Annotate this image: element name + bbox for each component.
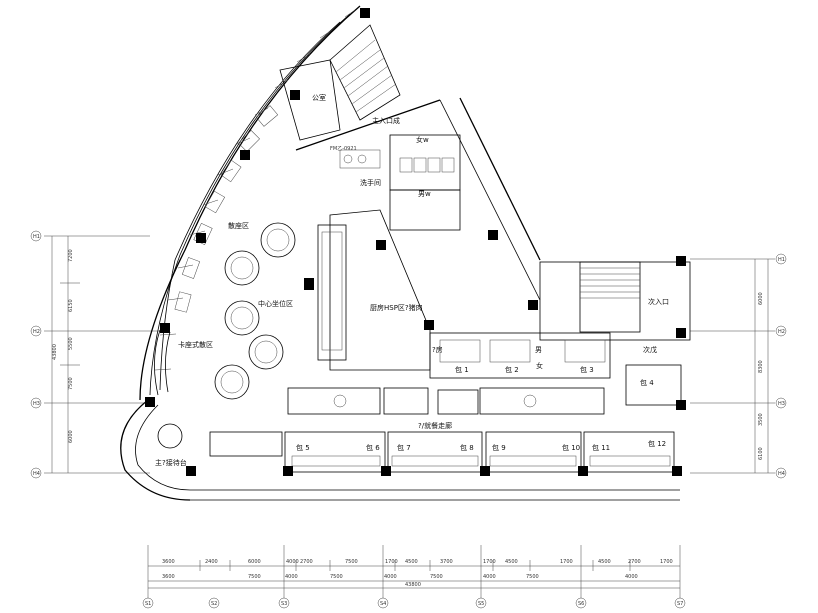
svg-text:7500: 7500 xyxy=(345,559,358,565)
svg-text:包 11: 包 11 xyxy=(592,443,610,452)
washroom-block: 女w 男w 洗手间 xyxy=(339,134,461,231)
svg-text:H3: H3 xyxy=(33,401,40,407)
structural-columns xyxy=(145,8,686,476)
svg-text:H1: H1 xyxy=(33,234,40,240)
svg-text:7500: 7500 xyxy=(330,574,343,580)
svg-text:包 12: 包 12 xyxy=(648,439,666,448)
total-dimension: 43800 xyxy=(405,582,421,588)
svg-text:3500: 3500 xyxy=(758,413,764,426)
svg-text:3600: 3600 xyxy=(162,559,175,565)
svg-text:包 8: 包 8 xyxy=(460,443,474,452)
svg-text:H2: H2 xyxy=(33,329,40,335)
svg-text:卡座式散区: 卡座式散区 xyxy=(178,340,213,349)
svg-text:4000: 4000 xyxy=(285,574,298,580)
svg-text:主入口成: 主入口成 xyxy=(372,116,400,125)
svg-text:H1: H1 xyxy=(778,257,785,263)
svg-text:散座区: 散座区 xyxy=(228,221,249,230)
svg-text:6000: 6000 xyxy=(248,559,261,565)
top-stair xyxy=(329,24,401,121)
svg-text:6000: 6000 xyxy=(758,292,764,305)
svg-text:包 1: 包 1 xyxy=(455,365,469,374)
svg-text:43800: 43800 xyxy=(52,344,58,360)
bottom-dims-row1: 3600 2400 6000 4000 2700 7500 1700 4500 … xyxy=(162,559,673,565)
svg-text:S2: S2 xyxy=(211,601,217,607)
svg-text:男w: 男w xyxy=(418,190,431,198)
svg-text:女: 女 xyxy=(536,361,543,370)
svg-text:4000: 4000 xyxy=(384,574,397,580)
svg-text:次戊: 次戊 xyxy=(643,345,657,354)
svg-text:1700: 1700 xyxy=(560,559,573,565)
svg-text:H2: H2 xyxy=(778,329,785,335)
svg-text:4000: 4000 xyxy=(483,574,496,580)
curved-facade xyxy=(120,5,680,501)
right-dimension-lines: H1 H2 H3 H4 6000 8300 3500 6100 xyxy=(690,253,787,479)
svg-text:S3: S3 xyxy=(281,601,287,607)
svg-text:5500: 5500 xyxy=(68,337,74,350)
svg-text:1700: 1700 xyxy=(483,559,496,565)
svg-text:S1: S1 xyxy=(145,601,151,607)
svg-text:S6: S6 xyxy=(578,601,584,607)
svg-text:厨房HSP区?猪肉: 厨房HSP区?猪肉 xyxy=(370,303,423,312)
svg-text:FM乙-0921: FM乙-0921 xyxy=(330,145,357,152)
svg-text:1700: 1700 xyxy=(660,559,673,565)
svg-text:S4: S4 xyxy=(380,601,386,607)
svg-text:主?接待台: 主?接待台 xyxy=(155,458,187,467)
svg-text:中心坐位区: 中心坐位区 xyxy=(258,299,293,308)
svg-text:4500: 4500 xyxy=(505,559,518,565)
left-dimension-lines: H1 H2 H3 H4 7200 6150 5500 7500 6000 438… xyxy=(30,230,170,479)
svg-text:包 9: 包 9 xyxy=(492,443,506,452)
svg-text:8300: 8300 xyxy=(758,360,764,373)
booth-seating xyxy=(154,105,279,396)
svg-text:2700: 2700 xyxy=(628,559,641,565)
svg-text:4000: 4000 xyxy=(286,559,299,565)
svg-text:男: 男 xyxy=(535,346,542,354)
svg-text:4500: 4500 xyxy=(405,559,418,565)
svg-text:2700: 2700 xyxy=(300,559,313,565)
entrance-wall: 主入口成 FM乙-0921 xyxy=(295,97,541,301)
svg-text:H4: H4 xyxy=(33,471,40,477)
dining-tables: 散座区 中心坐位区 卡座式散区 主?接待台 xyxy=(155,221,296,467)
svg-text:洗手间: 洗手间 xyxy=(360,178,381,187)
svg-text:7500: 7500 xyxy=(526,574,539,580)
svg-text:3700: 3700 xyxy=(440,559,453,565)
svg-text:?/就餐走廊: ?/就餐走廊 xyxy=(418,421,452,430)
svg-text:包 3: 包 3 xyxy=(580,365,594,374)
svg-text:7500: 7500 xyxy=(68,377,74,390)
svg-text:H3: H3 xyxy=(778,401,785,407)
svg-text:7500: 7500 xyxy=(430,574,443,580)
svg-text:7200: 7200 xyxy=(68,249,74,262)
kitchen: 厨房HSP区?猪肉 xyxy=(317,209,431,371)
svg-text:公室: 公室 xyxy=(312,93,326,102)
office-room: 公室 xyxy=(279,59,341,141)
svg-text:包 4: 包 4 xyxy=(640,378,654,387)
svg-text:包 7: 包 7 xyxy=(397,443,411,452)
svg-text:次入口: 次入口 xyxy=(648,297,669,306)
bottom-dimension-lines: S1 S2 S3 S4 S5 S6 S7 3600 2400 6000 4000… xyxy=(142,545,686,609)
svg-text:包 5: 包 5 xyxy=(296,443,310,452)
private-rooms-lower: 包 5 包 6 包 7 包 8 包 9 包 10 包 11 包 12 xyxy=(209,431,675,473)
svg-text:2400: 2400 xyxy=(205,559,218,565)
svg-text:6100: 6100 xyxy=(758,447,764,460)
bottom-dims-row2: 3600 7500 4000 7500 4000 7500 4000 7500 … xyxy=(162,574,638,580)
private-rooms-upper: 包 1 包 2 包 3 ?房 男 女 包 4 次戊 xyxy=(429,332,682,406)
right-stair: 次入口 xyxy=(539,261,691,341)
svg-text:1700: 1700 xyxy=(385,559,398,565)
svg-text:包 2: 包 2 xyxy=(505,365,519,374)
svg-text:3600: 3600 xyxy=(162,574,175,580)
svg-text:?房: ?房 xyxy=(432,345,443,354)
svg-text:4500: 4500 xyxy=(598,559,611,565)
svg-text:6000: 6000 xyxy=(68,430,74,443)
svg-text:H4: H4 xyxy=(778,471,785,477)
svg-text:4000: 4000 xyxy=(625,574,638,580)
svg-text:7500: 7500 xyxy=(248,574,261,580)
svg-text:包 10: 包 10 xyxy=(562,443,580,452)
svg-text:S7: S7 xyxy=(677,601,683,607)
svg-text:6150: 6150 xyxy=(68,299,74,312)
svg-text:女w: 女w xyxy=(416,135,429,144)
svg-text:包 6: 包 6 xyxy=(366,443,380,452)
corridor-tables: ?/就餐走廊 xyxy=(287,387,605,430)
svg-text:S5: S5 xyxy=(478,601,484,607)
